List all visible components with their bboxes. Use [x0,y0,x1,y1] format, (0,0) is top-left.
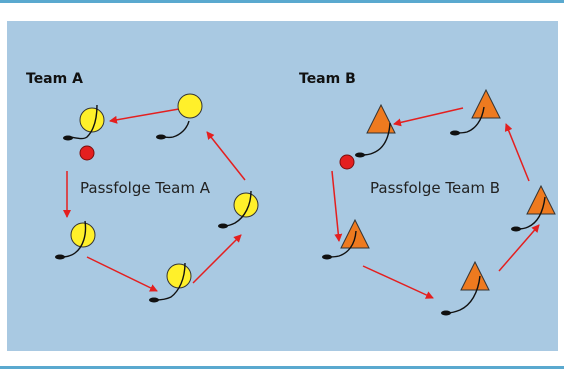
team-b-arrow-1 [393,107,464,127]
team-b-player-5 [322,218,370,260]
team-a-player-3 [218,190,259,229]
team-a-ball [79,145,95,161]
team-b-player-4 [441,260,490,316]
team-b-arrow-4 [498,224,540,272]
team-a-player-1 [63,104,105,141]
team-a-player-5 [55,220,96,260]
team-b-arrow-3 [362,265,434,299]
team-a-center-label: Passfolge Team A [80,179,211,197]
team-a-arrow-3 [86,256,158,292]
team-a-player-2 [156,93,203,140]
pass-sequence-diagram [55,88,556,316]
team-b-ball [339,154,355,170]
team-a-title: Team A [26,71,83,87]
team-b-arrow-5 [504,123,530,182]
diagram-panel: Team A Team B Passfolge Team A Passfolge… [7,21,558,351]
team-b-player-2 [450,88,501,136]
team-a-arrow-1 [109,108,180,124]
team-b-player-3 [511,184,556,232]
team-b-title: Team B [299,71,356,87]
team-a-player-4 [149,262,192,303]
team-b-player-1 [355,103,396,158]
team-a-arrow-5 [206,131,246,181]
team-b-center-label: Passfolge Team B [370,179,501,197]
team-b-arrow-2 [331,170,343,242]
team-a-arrow-4 [192,234,242,284]
